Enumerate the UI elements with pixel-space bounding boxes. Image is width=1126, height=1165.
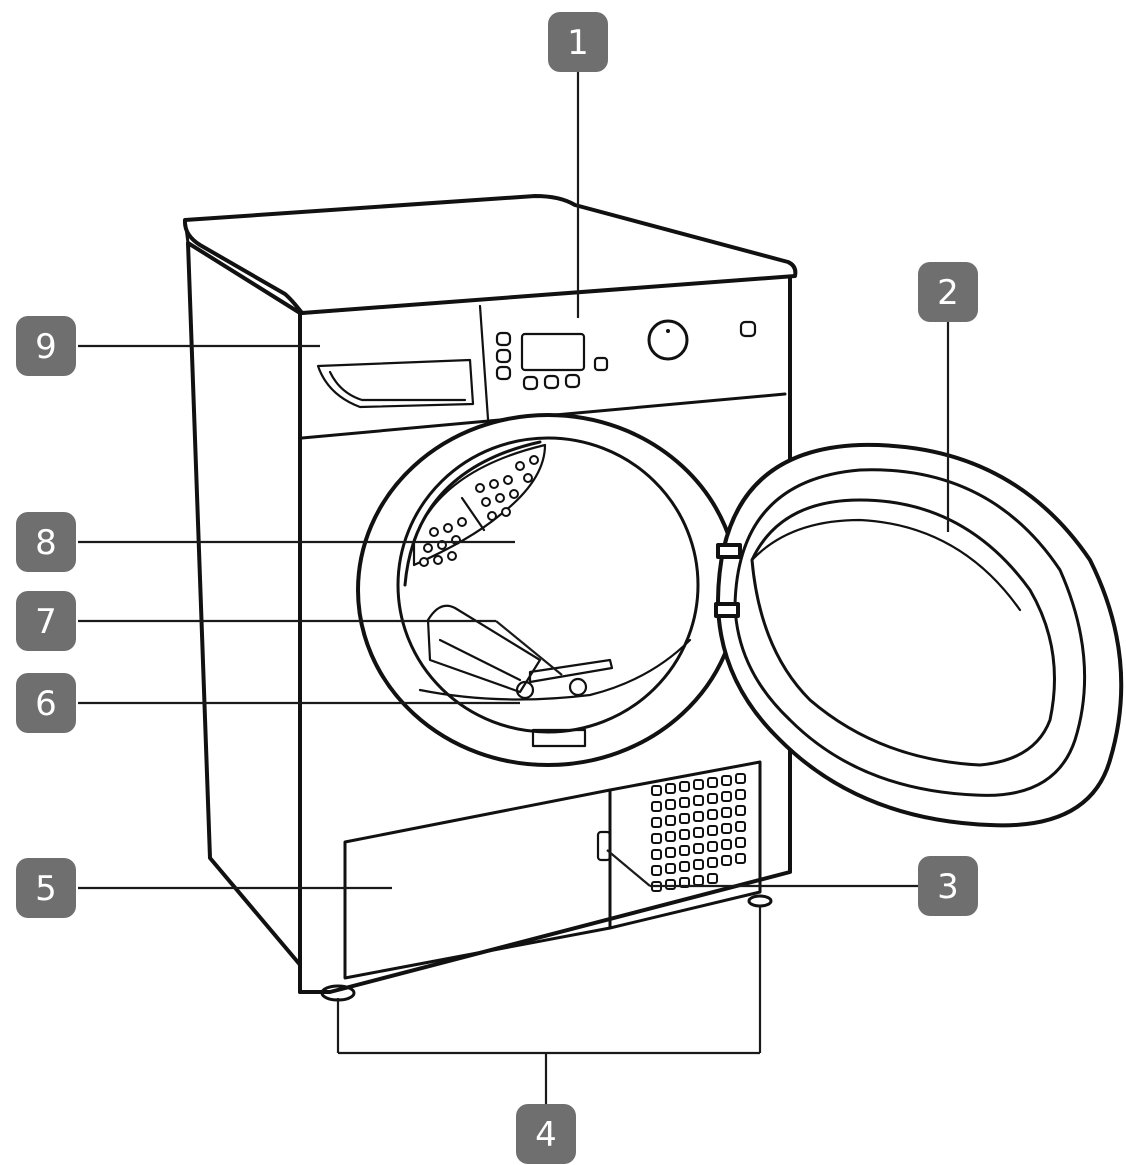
- callout-5-label: 5: [35, 869, 57, 909]
- callout-1: 1: [548, 12, 608, 72]
- control-panel: [495, 319, 757, 391]
- callout-5: 5: [16, 858, 76, 918]
- drum: [403, 440, 542, 587]
- condenser-latch: [596, 830, 612, 862]
- leader-lines: [78, 72, 950, 1104]
- filter: [418, 604, 692, 701]
- callout-badges: 1 2 3 4 5 6 7 8: [16, 12, 978, 1164]
- callout-6-label: 6: [35, 684, 57, 724]
- label-plate: [531, 728, 587, 748]
- display-screen: [520, 332, 586, 372]
- program-knob: [647, 319, 689, 361]
- vent-grid: [651, 773, 746, 892]
- callout-2: 2: [918, 262, 978, 322]
- callout-8-label: 8: [35, 523, 57, 563]
- callout-7-label: 7: [35, 602, 57, 642]
- water-container-drawer: [316, 358, 475, 409]
- callout-4: 4: [516, 1104, 576, 1164]
- callout-2-label: 2: [937, 273, 959, 313]
- top-panel: [182, 194, 798, 315]
- callout-1-label: 1: [567, 23, 589, 63]
- callout-4-label: 4: [535, 1115, 557, 1155]
- callout-9-label: 9: [35, 327, 57, 367]
- leader-3: [606, 849, 651, 887]
- callout-3: 3: [918, 856, 978, 916]
- callout-8: 8: [16, 512, 76, 572]
- door-opening-rim: [356, 413, 740, 767]
- power-button: [739, 320, 757, 338]
- front-right-foot: [747, 894, 773, 908]
- dryer-illustration: [182, 194, 1124, 1002]
- callout-6: 6: [16, 673, 76, 733]
- leader-7b: [495, 620, 563, 676]
- callout-3-label: 3: [937, 867, 959, 907]
- door: [714, 442, 1124, 828]
- callout-9: 9: [16, 316, 76, 376]
- callout-7: 7: [16, 591, 76, 651]
